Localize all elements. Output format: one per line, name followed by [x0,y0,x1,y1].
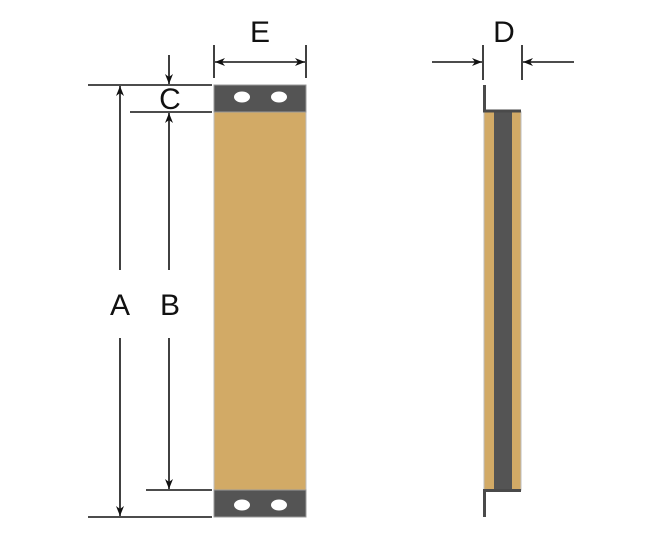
label-d: D [493,16,515,49]
top-tab [213,84,307,113]
dimension-c: C [88,55,212,116]
front-view [213,84,307,518]
side-core [494,112,512,490]
top-hole-right [271,91,287,103]
bottom-hole-right [271,499,287,511]
side-view [483,85,522,517]
top-flange [483,85,521,113]
bottom-tab [213,489,307,518]
label-a: A [110,289,130,322]
dimension-b: B [146,113,212,491]
bottom-hole-left [234,499,250,511]
dimension-a: A [88,86,212,518]
plate-body [213,111,307,491]
label-c: C [159,83,181,116]
top-hole-left [234,91,250,103]
label-e: E [250,16,270,49]
label-b: B [160,289,180,322]
bottom-flange [483,489,521,517]
dimension-d: D [432,16,574,80]
dimension-e: E [213,16,307,78]
